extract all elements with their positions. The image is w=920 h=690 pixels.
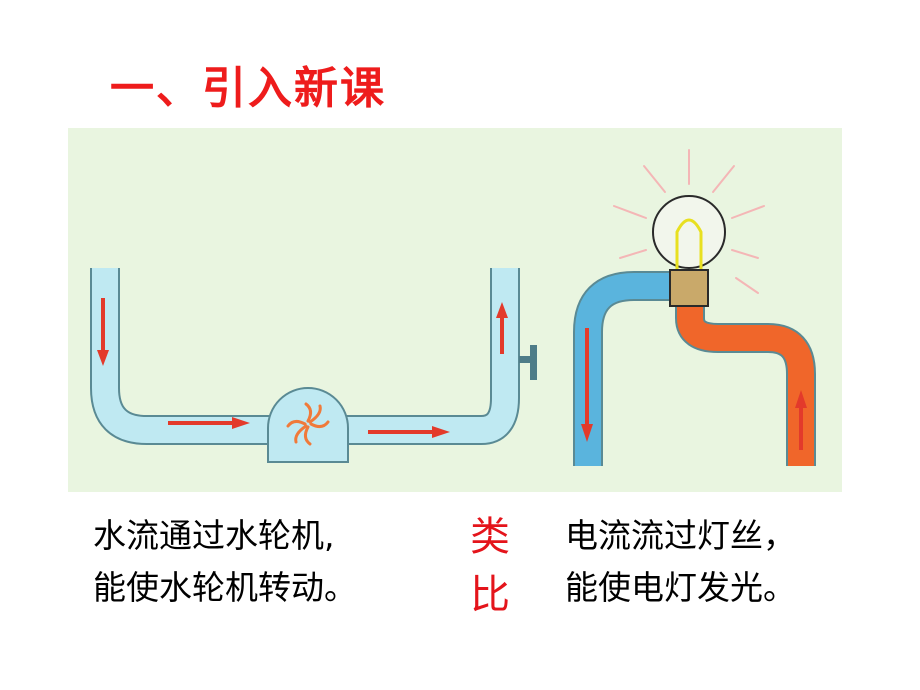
arrow-up-right: [496, 302, 508, 354]
water-caption-line1: 水流通过水轮机,: [93, 516, 335, 555]
glow-rays: [613, 149, 765, 294]
water-caption-line2: 能使水轮机转动。: [93, 568, 357, 607]
current-arrows: [581, 328, 807, 450]
arrow-down-blue: [581, 328, 593, 442]
valve-handle-icon: [519, 345, 537, 380]
water-circuit: [90, 268, 537, 463]
orange-wire: [677, 296, 814, 466]
analogy-line1: 类: [470, 514, 510, 560]
water-flow-arrows: [97, 298, 508, 438]
water-turbine-icon: [267, 387, 349, 463]
arrow-right-1: [168, 417, 250, 429]
arrow-right-2: [368, 426, 450, 438]
analogy-diagram: [90, 149, 816, 466]
bulb-base: [669, 269, 709, 307]
electric-circuit: [573, 149, 816, 466]
diagram-panel: [68, 128, 842, 492]
electric-caption-line1: 电流流过灯丝，: [565, 516, 796, 555]
electric-caption: 电流流过灯丝， 能使电灯发光。: [565, 510, 796, 614]
water-pipe: [92, 268, 518, 443]
analogy-line2: 比: [470, 572, 510, 618]
electric-caption-line2: 能使电灯发光。: [565, 568, 796, 607]
page-title: 一、引入新课: [110, 63, 386, 114]
light-bulb-icon: [613, 149, 765, 307]
orange-wire-outline: [675, 296, 816, 466]
arrow-down-left: [97, 298, 109, 366]
filament: [675, 218, 703, 274]
analogy-label: 类 比: [462, 508, 518, 624]
water-caption: 水流通过水轮机, 能使水轮机转动。: [93, 510, 357, 614]
arrow-up-orange: [795, 390, 807, 450]
